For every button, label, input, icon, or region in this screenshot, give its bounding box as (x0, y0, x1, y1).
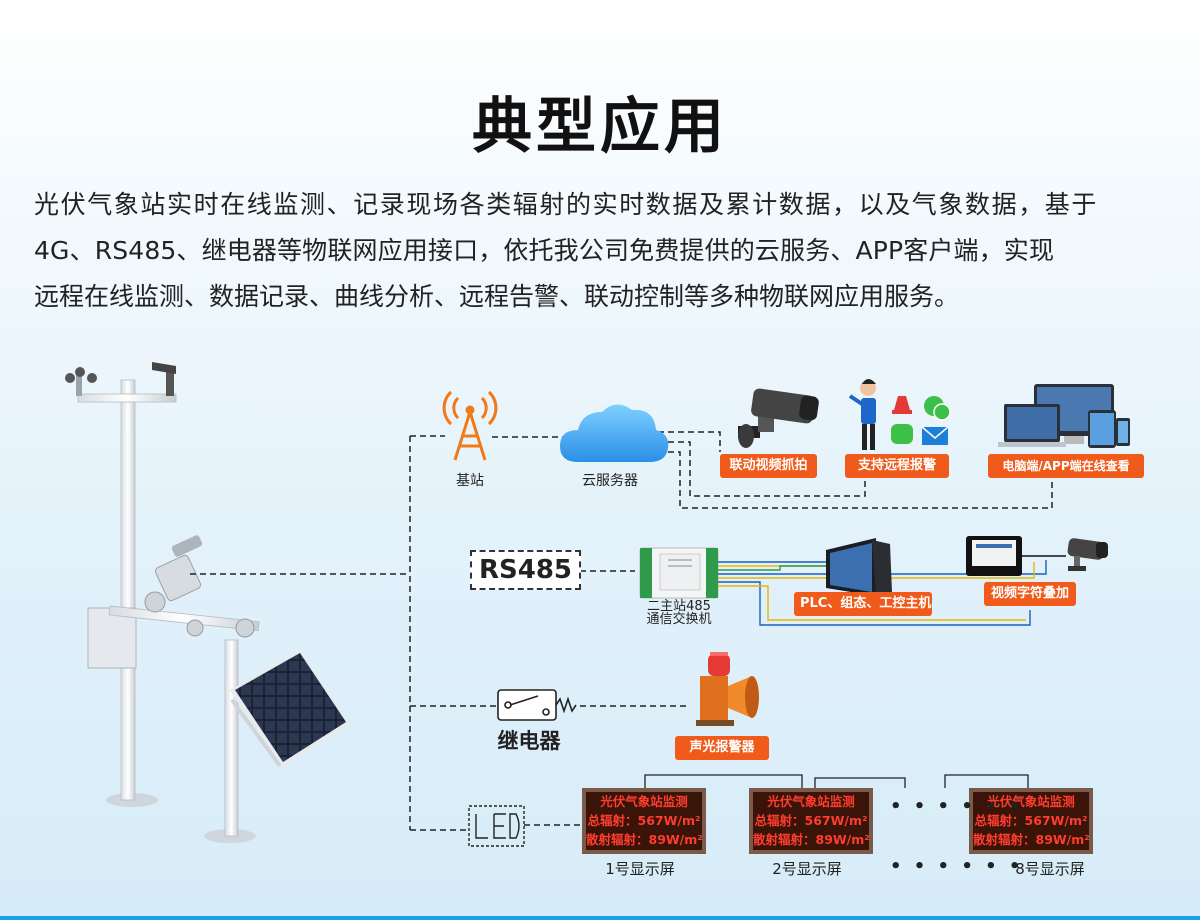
led-display-2-line1: 光伏气象站监测 (767, 794, 855, 809)
led-display-8-line2: 总辐射：567W/m² (974, 813, 1088, 828)
sound-light-alarm-tag: 声光报警器 (675, 736, 769, 760)
led-display-8: 光伏气象站监测 总辐射：567W/m² 散射辐射：89W/m² (969, 788, 1093, 854)
rs485-switch-icon (639, 547, 719, 599)
led-display-2-line2: 总辐射：567W/m² (754, 813, 868, 828)
led-display-2-caption: 2号显示屏 (772, 860, 842, 878)
plc-touchscreen-icon (826, 538, 892, 596)
led-display-1-caption: 1号显示屏 (605, 860, 675, 878)
page-title: 典型应用 (472, 92, 728, 162)
base-station-label: 基站 (456, 473, 484, 489)
switch-label-line2: 通信交换机 (646, 612, 712, 627)
relay-label: 继电器 (497, 729, 561, 753)
led-display-2: 光伏气象站监测 总辐射：567W/m² 散射辐射：89W/m² (749, 788, 873, 854)
led-display-2-line3: 散射辐射：89W/m² (753, 832, 870, 847)
intro-line-2: 4G、RS485、继电器等物联网应用接口，依托我公司免费提供的云服务、APP客户… (34, 236, 1055, 265)
cloud-server-label: 云服务器 (582, 473, 638, 489)
video-overlay-tag: 视频字符叠加 (984, 582, 1076, 606)
led-screen-icon (468, 805, 525, 847)
intro-line-3: 远程在线监测、数据记录、曲线分析、远程告警、联动控制等多种物联网应用服务。 (34, 282, 960, 311)
intro-paragraph: 光伏气象站实时在线监测、记录现场各类辐射的实时数据及累计数据，以及气象数据，基于… (34, 182, 1166, 320)
rs485-label: RS485 (470, 550, 581, 590)
security-camera-icon (738, 388, 819, 448)
led-display-8-caption: 8号显示屏 (1015, 860, 1085, 878)
video-overlay-device-icon (966, 536, 1108, 576)
led-display-1-line2: 总辐射：567W/m² (587, 813, 701, 828)
switch-label-line1: 二主站485 (647, 599, 711, 614)
pc-app-devices-icon (998, 384, 1130, 448)
weather-station-illustration (65, 362, 350, 843)
pc-app-view-tag: 电脑端/APP端在线查看 (988, 454, 1144, 478)
sound-light-alarm-icon (696, 652, 759, 726)
led-display-1-line3: 散射辐射：89W/m² (586, 832, 703, 847)
camera-capture-tag: 联动视频抓拍 (720, 454, 817, 478)
led-display-8-line3: 散射辐射：89W/m² (973, 832, 1090, 847)
cloud-server-icon (560, 404, 669, 462)
intro-line-1: 光伏气象站实时在线监测、记录现场各类辐射的实时数据及累计数据，以及气象数据，基于 (34, 190, 1099, 219)
bottom-accent-line (0, 916, 1200, 920)
led-display-1: 光伏气象站监测 总辐射：567W/m² 散射辐射：89W/m² (582, 788, 706, 854)
led-display-8-line1: 光伏气象站监测 (987, 794, 1075, 809)
plc-host-tag: PLC、组态、工控主机 (794, 592, 932, 616)
remote-alarm-icon (848, 379, 951, 450)
more-displays-ellipsis-top: • • • • • • (890, 796, 1024, 817)
more-displays-ellipsis-bottom: • • • • • • (890, 856, 1024, 877)
led-display-1-line1: 光伏气象站监测 (600, 794, 688, 809)
relay-switch-icon (497, 689, 577, 721)
base-station-icon (442, 390, 498, 461)
remote-alarm-tag: 支持远程报警 (845, 454, 949, 478)
